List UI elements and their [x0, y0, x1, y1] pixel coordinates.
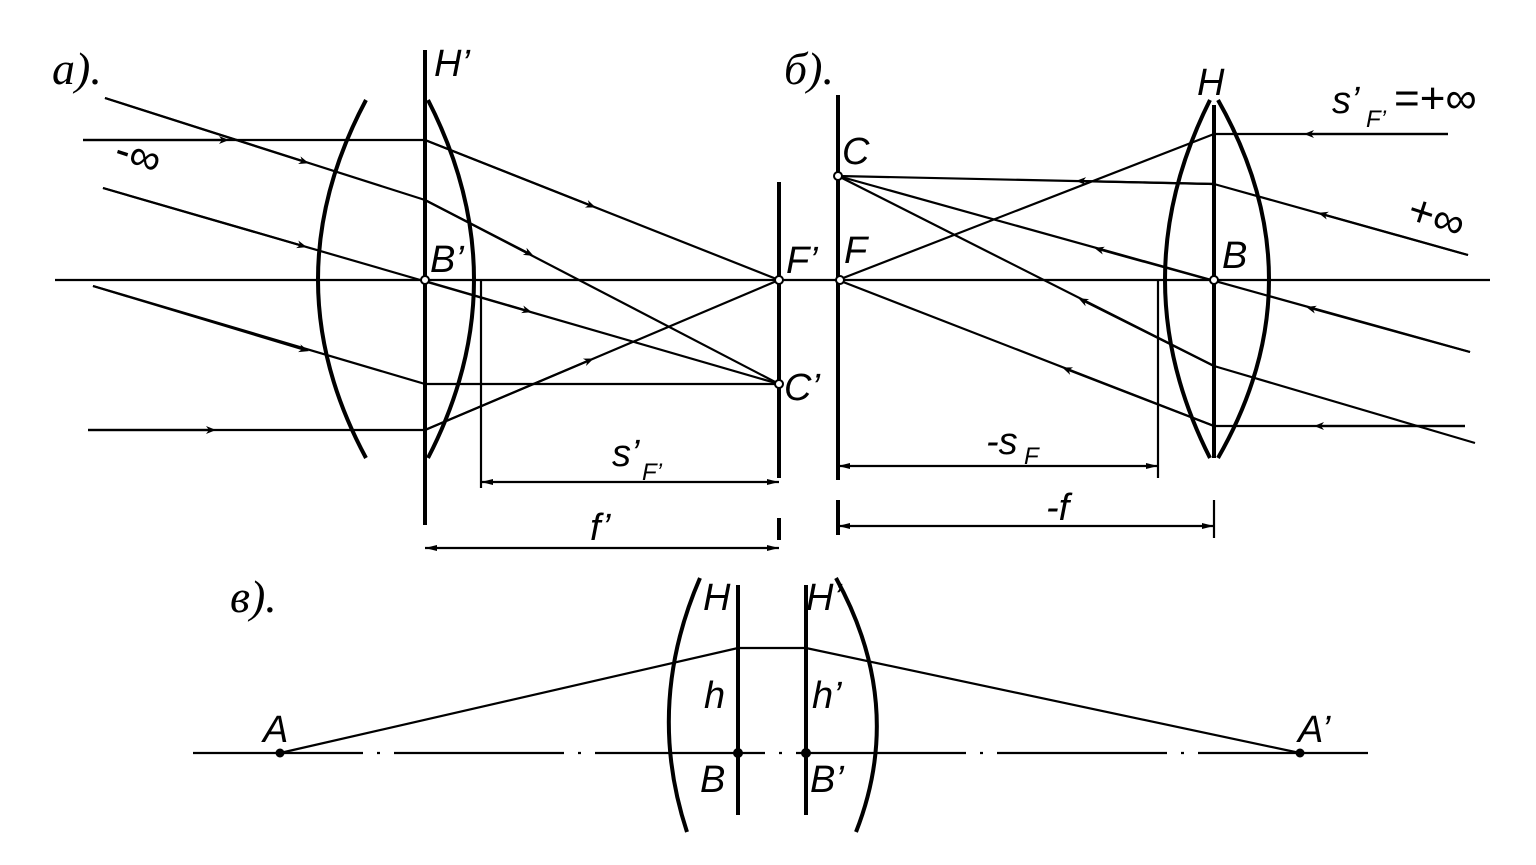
- label-sf-prime-sub: F’: [642, 459, 663, 486]
- oblique-beam-rays-b: [837, 174, 1476, 445]
- point-a-prime: [1295, 748, 1305, 758]
- label-minus-f: -f: [1046, 487, 1073, 529]
- part-c: в). H H’ h h’ B B’ A A’: [193, 571, 1375, 833]
- point-c: [833, 171, 843, 181]
- point-f-prime: [774, 275, 784, 285]
- label-sf-top-main: s’: [1332, 80, 1360, 122]
- label-minus-infinity: -∞: [109, 125, 168, 186]
- label-h-small: h: [704, 675, 725, 717]
- point-b-c: [733, 748, 743, 758]
- label-b-prime-c: B’: [810, 759, 844, 801]
- lens-b-right-surface: [1216, 99, 1271, 459]
- label-b-prime-a: B’: [430, 239, 464, 281]
- lens-a-left-surface: [316, 99, 368, 459]
- lens-b-left-surface: [1163, 99, 1212, 459]
- label-a: A: [261, 709, 288, 751]
- label-h-c: H: [703, 577, 731, 619]
- point-b-prime-a: [420, 275, 430, 285]
- point-f: [835, 275, 845, 285]
- label-f: F: [844, 230, 869, 272]
- label-b-c: B: [700, 759, 725, 801]
- part-a: а). H’: [52, 43, 1490, 551]
- part-c-label: в).: [230, 571, 277, 622]
- label-minus-sf-main: -s: [986, 421, 1018, 463]
- point-c-prime: [774, 379, 784, 389]
- label-h-prime-small: h’: [812, 675, 842, 717]
- axial-beam-rays-b: [837, 130, 1465, 430]
- label-f-prime: F’: [786, 240, 818, 282]
- label-minus-sf-sub: F: [1024, 443, 1040, 470]
- label-f-prime-dim: f’: [590, 507, 611, 549]
- label-sf-top-sub: F’: [1366, 106, 1387, 133]
- part-b: б). H: [784, 43, 1477, 538]
- label-sf-top-value: =+∞: [1394, 74, 1477, 123]
- axial-beam-rays: [83, 136, 780, 434]
- label-c: C: [842, 131, 870, 173]
- ray-a-to-a-prime: [279, 646, 1301, 755]
- point-b-b: [1209, 275, 1219, 285]
- point-a: [275, 748, 285, 758]
- part-b-label: б).: [784, 43, 834, 94]
- label-h-prime-c: H’: [806, 577, 842, 619]
- lens-c-left-surface: [666, 577, 702, 833]
- label-c-prime: C’: [784, 367, 820, 409]
- label-sf-prime-main: s’: [612, 433, 640, 475]
- label-a-prime: A’: [1296, 709, 1331, 751]
- label-h-prime-a: H’: [434, 43, 470, 85]
- point-b-prime-c: [801, 748, 811, 758]
- label-h-b: H: [1197, 62, 1225, 104]
- part-a-label: а).: [52, 43, 102, 94]
- lens-a-right-surface: [426, 99, 476, 459]
- oblique-beam-rays: [92, 96, 780, 386]
- lens-c-right-surface: [834, 577, 879, 833]
- label-b-b: B: [1222, 235, 1247, 277]
